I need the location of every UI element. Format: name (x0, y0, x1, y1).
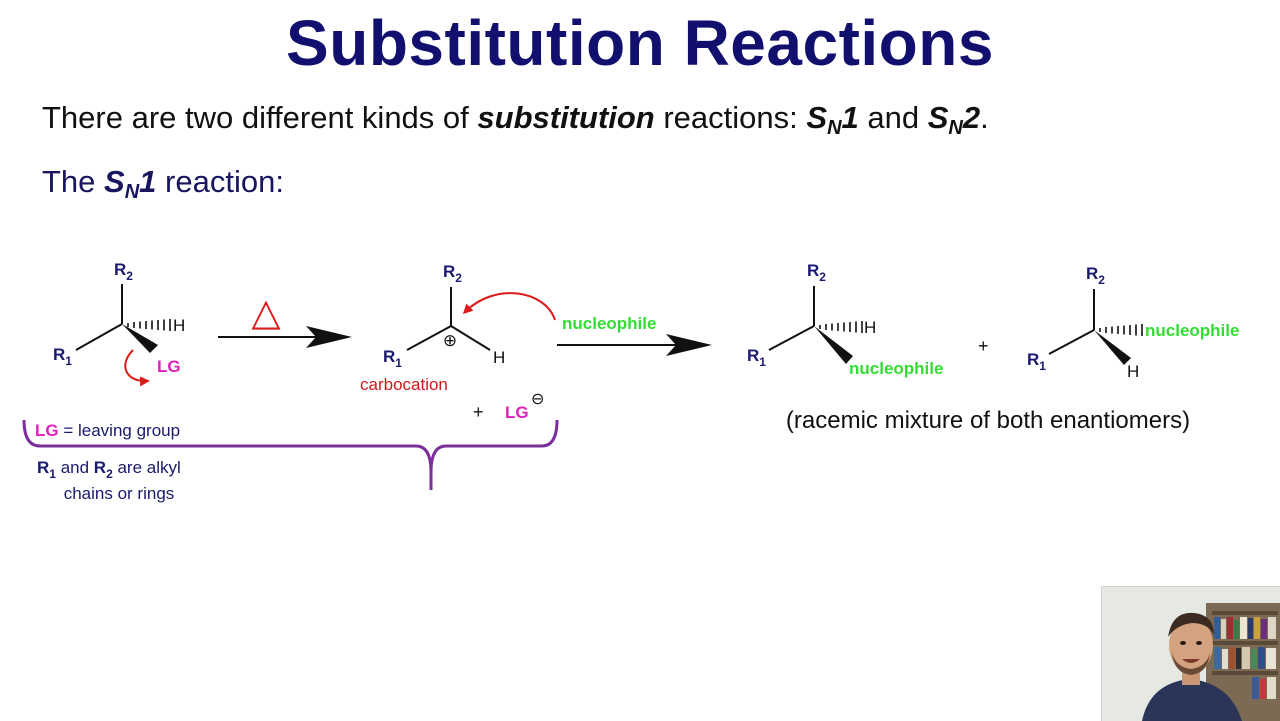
arrow-1-head-icon (306, 326, 352, 348)
reactant-lg-label: LG (157, 357, 181, 376)
intro-sentence: There are two different kinds of substit… (42, 100, 989, 139)
product2-r1-label: R1 (1027, 350, 1046, 373)
substitution-emphasis: substitution (477, 100, 655, 135)
product-enantiomer-1: R2 R1 H nucleophile (747, 261, 943, 378)
legend: LG = leaving group R1 and R2 are alkyl c… (35, 421, 181, 503)
reactant-r1-label: R1 (53, 345, 72, 368)
product1-r2-label: R2 (807, 261, 826, 284)
positive-charge-icon: ⊕ (443, 331, 457, 350)
racemic-note: (racemic mixture of both enantiomers) (786, 407, 1190, 434)
intro-text: There are two different kinds of (42, 100, 478, 135)
product2-nucleophile-label: nucleophile (1145, 321, 1239, 340)
grouping-brace (22, 419, 559, 490)
product2-wedge-bond (1094, 330, 1131, 365)
product1-r1-label: R1 (747, 346, 766, 369)
carbocation-label: carbocation (360, 375, 448, 394)
presenter-figure (1142, 612, 1242, 721)
intermediate-h-bond (450, 325, 491, 351)
reactant-r2-label: R2 (114, 260, 133, 283)
legend-r-definition-line2: chains or rings (64, 484, 175, 503)
products-plus: + (978, 336, 989, 356)
arrow-nucleophile-label: nucleophile (562, 314, 656, 333)
reactant-r1-bond (75, 323, 123, 351)
slide-title: Substitution Reactions (286, 7, 994, 79)
product1-r1-bond (768, 325, 815, 351)
reactant-h-label: H (173, 316, 185, 335)
intermediate-r2-label: R2 (443, 262, 462, 285)
leaving-group-ion-label: LG (505, 403, 529, 422)
sn1-heading-term: SN1 (104, 164, 157, 203)
reactant-wedge-bond (122, 324, 158, 353)
product1-hashed-bond (819, 321, 863, 333)
reactant-molecule: R2 R1 H LG (53, 260, 185, 387)
sn1-heading: The SN1 reaction: (42, 164, 284, 203)
reaction-arrow-nucleophile: nucleophile (557, 314, 712, 356)
heat-icon: △ (251, 292, 281, 334)
product2-r2-label: R2 (1086, 264, 1105, 287)
legend-lg-definition: LG = leaving group (35, 421, 180, 440)
product2-hashed-bond (1099, 324, 1143, 336)
intro-period: . (980, 100, 989, 135)
product1-h-label: H (864, 318, 876, 337)
intermediate-r1-label: R1 (383, 347, 402, 370)
presenter-video-frame (1102, 587, 1280, 721)
intermediate-h-label: H (493, 348, 505, 367)
product1-wedge-bond (814, 326, 853, 364)
sn1-term: SN1 (806, 100, 859, 139)
byproduct-plus: + (473, 402, 484, 422)
reaction-arrow-heat: △ (218, 292, 352, 348)
carbocation-intermediate: R2 R1 H ⊕ carbocation + LG ⊖ (360, 262, 556, 422)
intermediate-r1-bond (406, 325, 452, 351)
product2-r1-bond (1048, 329, 1095, 355)
leaving-arrow-icon (124, 349, 150, 387)
nucleophile-attack-arrow-icon (462, 292, 556, 321)
product2-h-label: H (1127, 362, 1139, 381)
legend-r-definition-line1: R1 and R2 are alkyl (37, 458, 181, 481)
arrow-2-head-icon (666, 334, 712, 356)
presenter-webcam (1101, 586, 1280, 721)
negative-charge-icon: ⊖ (531, 391, 544, 408)
product1-nucleophile-label: nucleophile (849, 359, 943, 378)
product-enantiomer-2: R2 R1 nucleophile H (1027, 264, 1239, 381)
reactant-hashed-bond (127, 319, 171, 331)
intro-text-mid: reactions: (654, 100, 807, 135)
intro-and: and (858, 100, 928, 135)
bookshelf-books (1212, 617, 1278, 699)
sn2-term: SN2 (927, 100, 981, 139)
